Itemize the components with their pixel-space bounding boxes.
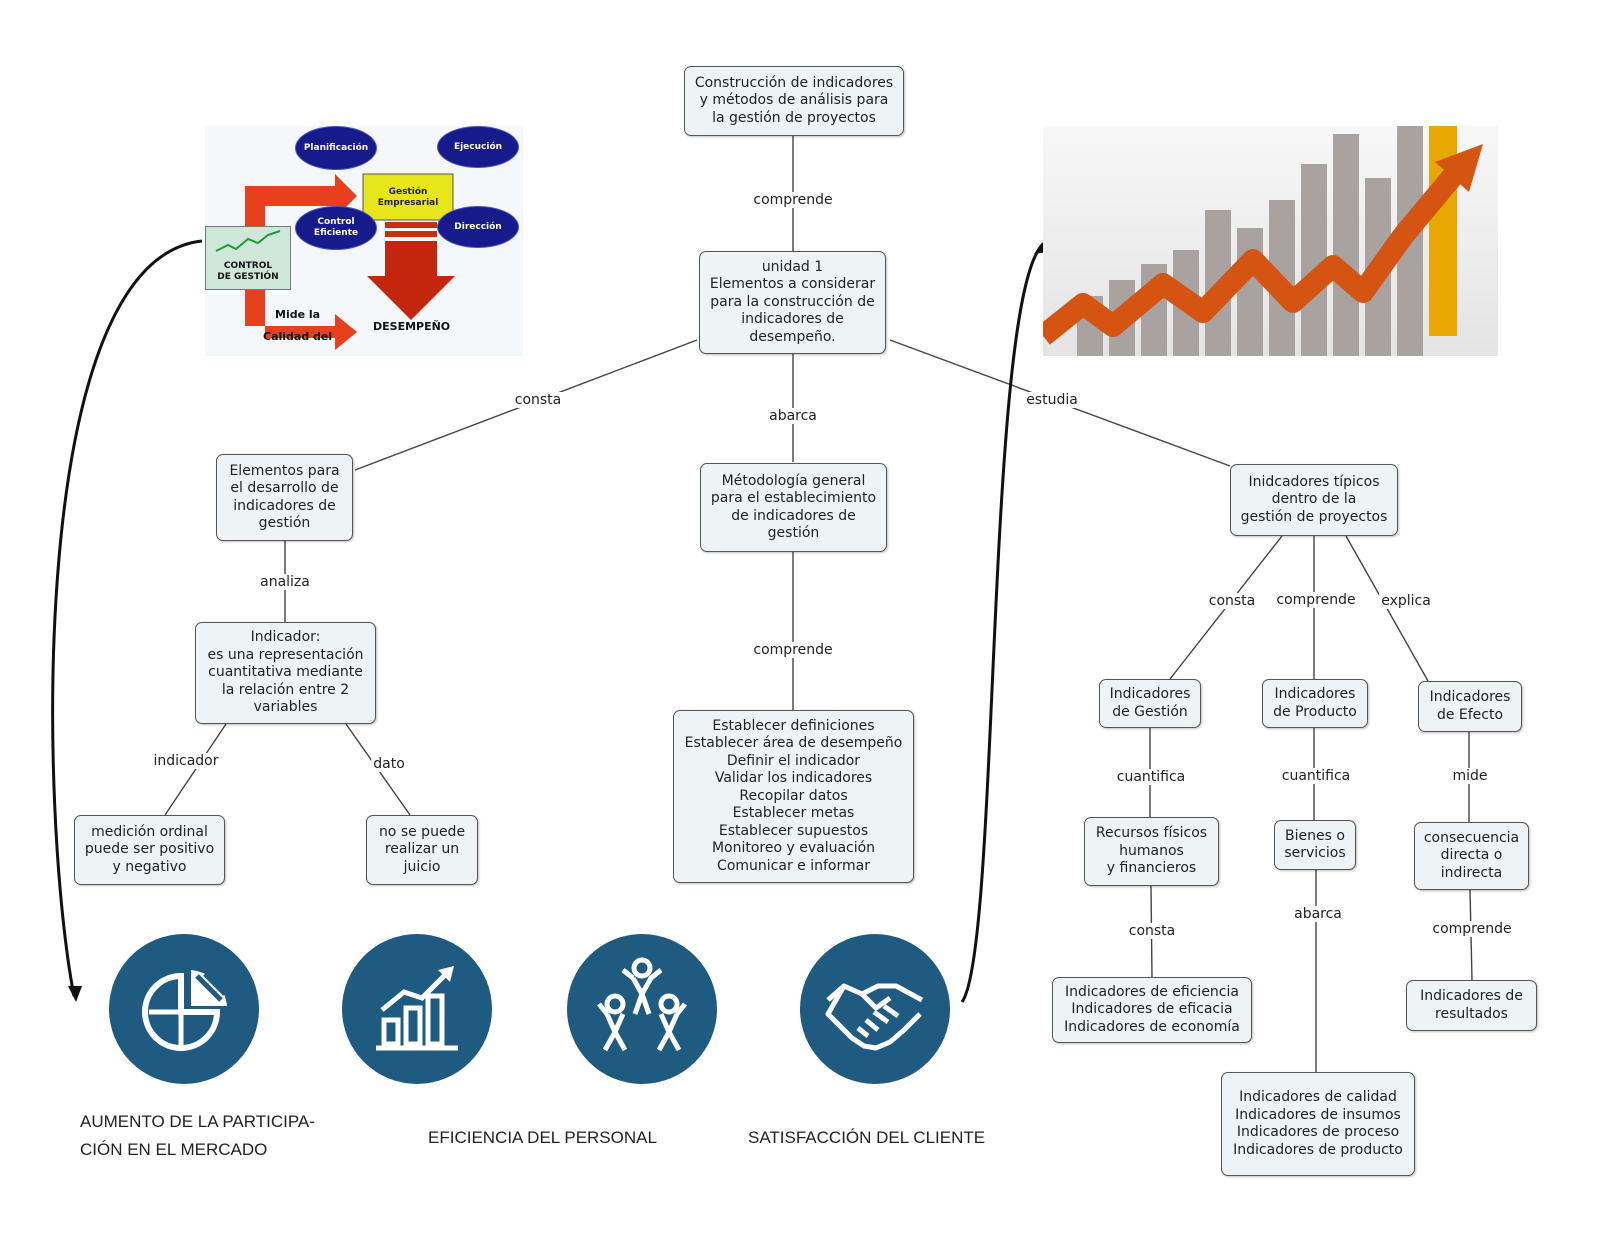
node-consecuencia: consecuencia directa o indirecta bbox=[1414, 822, 1529, 890]
node-medicion-ordinal: medición ordinal puede ser positivo y ne… bbox=[74, 815, 225, 885]
node-indicador-definicion: Indicador: es una representación cuantit… bbox=[195, 622, 376, 724]
teamwork-icon bbox=[567, 934, 717, 1084]
node-indicadores-gestion: Indicadores de Gestión bbox=[1099, 679, 1201, 728]
link-label-cuantifica: cuantifica bbox=[1114, 769, 1188, 785]
growth-chart-icon bbox=[342, 934, 492, 1084]
link-label-comprende: comprende bbox=[751, 642, 835, 658]
node-main-topic: Construcción de indicadores y métodos de… bbox=[684, 66, 904, 136]
link-label-explica: explica bbox=[1379, 593, 1433, 609]
trend-line-icon bbox=[215, 230, 281, 252]
node-pasos-metodologia: Establecer definiciones Establecer área … bbox=[673, 710, 914, 883]
node-bienes-servicios: Bienes o servicios bbox=[1274, 820, 1356, 870]
caption-cliente: SATISFACCIÓN DEL CLIENTE bbox=[748, 1128, 986, 1147]
ejecucion-bubble: Ejecución bbox=[437, 126, 519, 168]
control-gestion-label: CONTROL DE GESTIÓN bbox=[217, 261, 279, 282]
link-label-cuantifica: cuantifica bbox=[1279, 768, 1353, 784]
node-indicadores-resultados: Indicadores de resultados bbox=[1406, 980, 1537, 1031]
caption-mercado: AUMENTO DE LA PARTICIPA- CIÓN EN EL MERC… bbox=[80, 1112, 315, 1159]
link-label-abarca: abarca bbox=[1292, 906, 1344, 922]
node-recursos: Recursos físicos humanos y financieros bbox=[1084, 817, 1219, 886]
link-label-indicador: indicador bbox=[151, 753, 221, 769]
control-gestion-arrows bbox=[245, 173, 455, 350]
control-gestion-image: Planificación Ejecución Control Eficient… bbox=[205, 126, 523, 356]
link-label-comprende: comprende bbox=[1274, 592, 1358, 608]
node-indicadores-tipicos: Inidcadores típicos dentro de la gestión… bbox=[1230, 464, 1398, 536]
node-unidad-1: unidad 1 Elementos a considerar para la … bbox=[699, 251, 886, 354]
direccion-bubble: Dirección bbox=[437, 206, 519, 248]
control-gestion-box: CONTROL DE GESTIÓN bbox=[205, 226, 291, 290]
node-no-juicio: no se puede realizar un juicio bbox=[366, 815, 478, 885]
link-label-dato: dato bbox=[371, 756, 407, 772]
link-label-analiza: analiza bbox=[258, 574, 312, 590]
gestion-empresarial-box: Gestión Empresarial bbox=[377, 187, 439, 208]
mide-la-text: Mide la bbox=[275, 308, 321, 321]
node-calidad-insumos-proceso: Indicadores de calidad Indicadores de in… bbox=[1221, 1072, 1415, 1176]
link-label-comprende: comprende bbox=[1430, 921, 1514, 937]
node-eficiencia-eficacia-economia: Indicadores de eficiencia Indicadores de… bbox=[1052, 977, 1252, 1043]
node-indicadores-producto: Indicadores de Producto bbox=[1262, 679, 1368, 728]
pie-chart-icon bbox=[109, 934, 259, 1084]
link-label-consta: consta bbox=[1126, 923, 1178, 939]
growth-bars-graphic bbox=[1043, 126, 1483, 356]
link-label-mide: mide bbox=[1450, 768, 1490, 784]
node-indicadores-efecto: Indicadores de Efecto bbox=[1418, 681, 1522, 732]
link-label-estudia: estudia bbox=[1024, 392, 1080, 408]
node-metodologia: Métodología general para el establecimie… bbox=[700, 463, 887, 552]
link-label-comprende: comprende bbox=[751, 192, 835, 208]
growth-chart-image bbox=[1043, 126, 1498, 356]
link-label-consta: consta bbox=[1206, 593, 1258, 609]
control-eficiente-bubble: Control Eficiente bbox=[295, 206, 377, 250]
link-label-consta: consta bbox=[512, 392, 564, 408]
handshake-icon bbox=[800, 934, 950, 1084]
calidad-del-text: Calidad del bbox=[263, 330, 333, 343]
planificacion-bubble: Planificación bbox=[295, 126, 377, 170]
node-elementos: Elementos para el desarrollo de indicado… bbox=[216, 454, 353, 541]
desempeno-text: DESEMPEÑO bbox=[373, 320, 451, 333]
link-label-abarca: abarca bbox=[767, 408, 819, 424]
caption-personal: EFICIENCIA DEL PERSONAL bbox=[428, 1128, 657, 1147]
